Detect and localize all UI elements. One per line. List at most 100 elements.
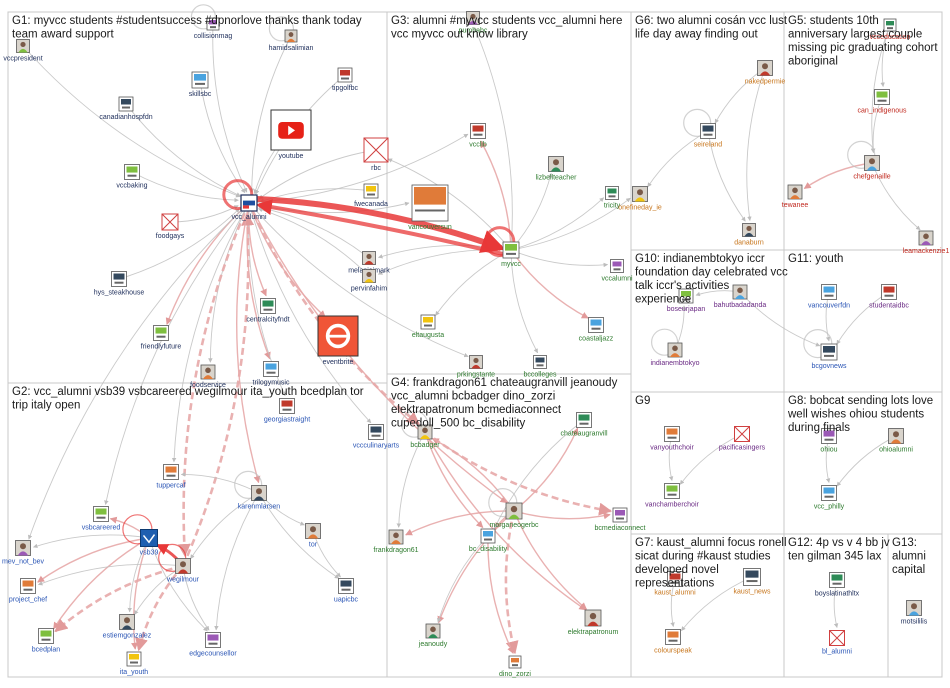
node-boseurjapan[interactable]: boseurjapan [667, 288, 706, 313]
node-centralcityfndt[interactable]: centralcityfndt [246, 298, 290, 324]
node-vsbcareered[interactable]: vsbcareered [82, 506, 121, 532]
node-edgecounsellor[interactable]: edgecounsellor [189, 632, 237, 658]
avatar-icon [425, 623, 441, 639]
node-elektrapatronum[interactable]: elektrapatronum [568, 609, 619, 636]
node-skillsbc[interactable]: skillsbc [189, 71, 212, 98]
node-vsb39[interactable]: vsb39 [140, 529, 159, 557]
node-ita_youth[interactable]: ita_youth [120, 651, 149, 676]
logo-icon [263, 361, 279, 377]
logo-icon [883, 18, 897, 32]
node-tipgolfbc[interactable]: tipgolfbc [332, 67, 359, 92]
node-dino_zorzi[interactable]: dino_zorzi [499, 655, 531, 678]
node-vcc_philly[interactable]: vcc_philly [814, 485, 845, 511]
node-pacificasingers[interactable]: pacificasingers [719, 426, 766, 452]
node-ohiou[interactable]: ohiou [820, 428, 838, 454]
node-boyslatinathltx[interactable]: boyslatinathltx [815, 572, 860, 598]
node-label: bccolleges [523, 372, 557, 379]
node-kaust_news[interactable]: kaust_news [734, 568, 771, 596]
node-vanchamberchoir[interactable]: vanchamberchoir [645, 483, 700, 509]
node-eltaugusta[interactable]: eltaugusta [412, 314, 444, 339]
node-fwecanada[interactable]: fwecanada [354, 183, 388, 208]
node-tuppercaf[interactable]: tuppercaf [156, 464, 186, 490]
node-vccculinaryarts[interactable]: vccculinaryarts [353, 424, 400, 450]
node-tewanee[interactable]: tewanee [782, 184, 809, 209]
node-tor[interactable]: tor [305, 523, 321, 549]
node-colourspeak[interactable]: colourspeak [654, 629, 692, 655]
node-indianembtokyo[interactable]: indianembtokyo [650, 342, 700, 367]
node-collisionmag[interactable]: collisionmag [194, 17, 233, 40]
node-uapicbc[interactable]: uapicbc [334, 578, 359, 604]
self-loop-indianembtokyo [650, 328, 679, 356]
node-foodservice[interactable]: foodservice [190, 364, 226, 389]
node-seireland[interactable]: seireland [694, 123, 723, 149]
node-bcgovnews[interactable]: bcgovnews [811, 343, 847, 370]
node-chateaugranvill[interactable]: chateaugranvill [560, 412, 608, 438]
node-bc_disability[interactable]: bc_disability [469, 528, 508, 553]
node-estiemgonzalez[interactable]: estiemgonzalez [103, 614, 152, 640]
node-bahutbadadanda[interactable]: bahutbadadanda [714, 284, 767, 309]
node-label: myvcc [501, 261, 521, 268]
node-bcmediaconnect[interactable]: bcmediaconnect [595, 507, 646, 532]
node-pervinfahim[interactable]: pervinfahim [351, 269, 387, 293]
node-nakedpermie[interactable]: nakedpermie [745, 60, 786, 86]
node-hamidsalimian[interactable]: hamidsalimian [269, 29, 314, 52]
node-vanyouthchoir[interactable]: vanyouthchoir [650, 426, 694, 452]
node-georgiastraight[interactable]: georgiastraight [264, 398, 310, 424]
node-vccpresident[interactable]: vccpresident [3, 39, 43, 63]
node-myvcc[interactable]: myvcc [501, 241, 521, 268]
node-leamackenzie1[interactable]: leamackenzie1 [903, 230, 950, 255]
node-vcceducation[interactable]: vcceducation [870, 18, 911, 41]
node-vccalumni[interactable]: vccalumni [601, 259, 633, 283]
node-danaburn[interactable]: danaburn [734, 223, 764, 247]
node-vcclib[interactable]: vcclib [469, 123, 487, 149]
node-ohioalumni[interactable]: ohioalumni [879, 428, 913, 454]
node-bccolleges[interactable]: bccolleges [523, 355, 557, 379]
node-studentaidbc[interactable]: studentaidbc [869, 284, 909, 310]
node-chefgenaille[interactable]: chefgenaille [853, 155, 891, 181]
node-vancouverfdn[interactable]: vancouverfdn [808, 284, 850, 310]
node-label: collisionmag [194, 33, 233, 40]
node-mev_not_bev[interactable]: mev_not_bev [2, 540, 45, 566]
node-lizbellteacher[interactable]: lizbellteacher [536, 156, 578, 182]
logo-icon [205, 632, 221, 648]
edge-myvcc-eltaugusta [435, 249, 512, 316]
node-eventbrite[interactable]: eventbrite [317, 315, 359, 366]
node-pumbabc[interactable]: pumbabc [459, 11, 488, 35]
node-prkingstante[interactable]: prkingstante [457, 355, 495, 379]
node-label: vcc_alumni [231, 214, 266, 221]
node-bcbadger[interactable]: bcbadger [410, 424, 440, 449]
node-vancouversun[interactable]: vancouversun [408, 184, 452, 231]
node-hys_steakhouse[interactable]: hys_steakhouse [94, 271, 145, 297]
node-wegilmour[interactable]: wegilmour [166, 558, 200, 584]
node-foodgays[interactable]: foodgays [156, 213, 185, 240]
node-label: chateaugranvill [560, 431, 608, 438]
node-project_chef[interactable]: project_chef [9, 578, 47, 604]
node-tricity[interactable]: tricity [604, 186, 621, 210]
logo-icon [829, 572, 845, 588]
node-frankdragon61[interactable]: frankdragon61 [373, 529, 419, 554]
node-morganeogerbc[interactable]: morganeogerbc [489, 502, 539, 529]
node-coastaljazz[interactable]: coastaljazz [579, 317, 614, 343]
node-rbc[interactable]: rbc [363, 137, 389, 172]
node-onefineday_ie[interactable]: onefineday_ie [618, 186, 662, 212]
avatar-icon [362, 269, 376, 283]
node-karenmlarsen[interactable]: karenmlarsen [238, 485, 281, 511]
node-vccbaking[interactable]: vccbaking [116, 164, 148, 190]
edge-vcc_alumni-vsbcareered [104, 202, 250, 505]
edge-bc_disability-jeanoudy [437, 535, 489, 623]
node-bl_alumni[interactable]: bl_alumni [822, 630, 852, 656]
node-motsililis[interactable]: motsililis [901, 600, 928, 626]
node-canadianhospfdn[interactable]: canadianhospfdn [99, 96, 153, 121]
node-jeanoudy[interactable]: jeanoudy [418, 623, 448, 648]
node-vcc_alumni[interactable]: vcc_alumni [231, 194, 267, 221]
node-trilogymusic[interactable]: trilogymusic [253, 361, 290, 387]
node-kaust_alumni[interactable]: kaust_alumni [654, 571, 696, 597]
edge-myvcc-rbc [387, 158, 512, 251]
node-friendlyfuture[interactable]: friendlyfuture [141, 325, 182, 351]
node-can_indigenous[interactable]: can_indigenous [857, 89, 907, 115]
node-bcedplan[interactable]: bcedplan [32, 628, 61, 654]
node-youtube[interactable]: youtube [270, 109, 312, 160]
node-label: uapicbc [334, 597, 359, 604]
